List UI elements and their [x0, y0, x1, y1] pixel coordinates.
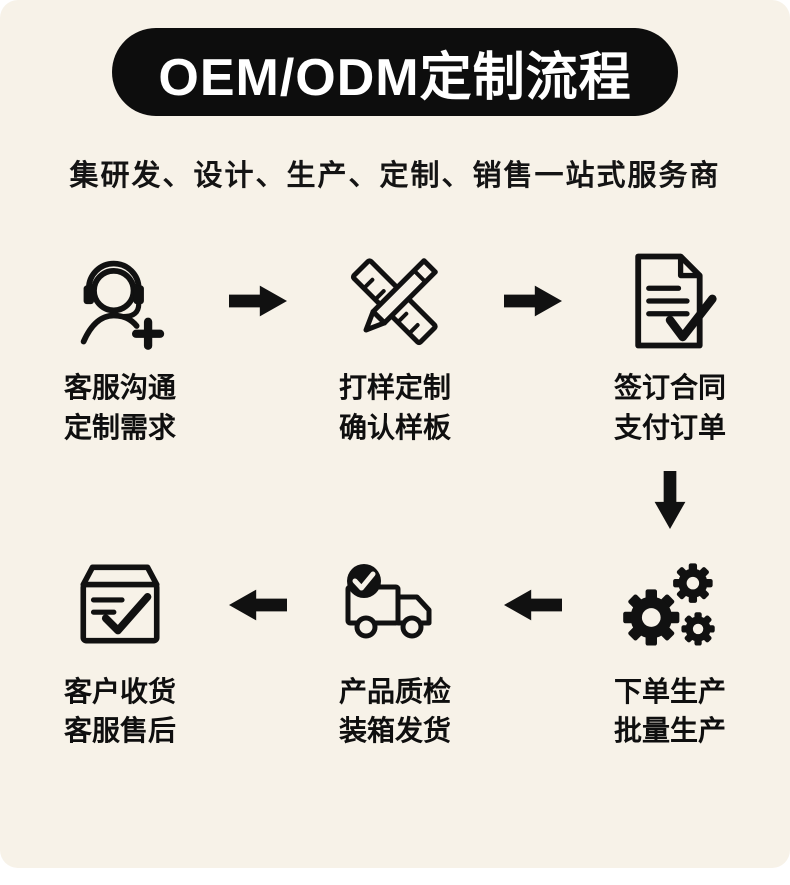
step-label-line2: 客服售后	[63, 715, 176, 747]
arrow-left-icon	[226, 546, 289, 664]
arrow-right-icon	[226, 242, 289, 360]
step-label: 打样定制 确认样板	[339, 368, 451, 448]
step-label-line2: 批量生产	[613, 715, 726, 747]
step-label-line1: 打样定制	[338, 372, 451, 403]
step-label-line2: 支付订单	[613, 411, 726, 443]
step-label: 客户收货 客服售后	[64, 672, 176, 752]
step-sampling: 打样定制 确认样板	[289, 242, 501, 448]
step-label-line2: 装箱发货	[338, 715, 451, 747]
step-delivery-aftersales: 客户收货 客服售后	[14, 546, 226, 752]
flow-row-connector	[14, 454, 776, 546]
truck-check-icon	[289, 546, 501, 664]
step-label-line1: 客户收货	[63, 675, 176, 707]
step-label-line1: 下单生产	[613, 675, 726, 707]
step-label: 产品质检 装箱发货	[339, 672, 451, 752]
step-production: 下单生产 批量生产	[564, 546, 776, 752]
process-flow: 客服沟通 定制需求	[0, 242, 790, 751]
step-label-line2: 定制需求	[63, 411, 176, 443]
flow-row-bottom: 客户收货 客服售后	[14, 546, 776, 752]
title-banner: OEM/ODM定制流程	[112, 28, 678, 116]
package-check-icon	[14, 546, 226, 664]
arrow-down-icon	[564, 454, 776, 546]
step-label-line1: 签订合同	[613, 372, 726, 403]
flow-row-top: 客服沟通 定制需求	[14, 242, 776, 448]
step-label-line2: 确认样板	[338, 411, 451, 443]
arrow-right-icon	[501, 242, 564, 360]
page-title: OEM/ODM定制流程	[158, 48, 632, 107]
step-qc-shipping: 产品质检 装箱发货	[289, 546, 501, 752]
step-label-line1: 产品质检	[338, 675, 451, 707]
step-label: 客服沟通 定制需求	[64, 368, 176, 448]
arrow-left-icon	[501, 546, 564, 664]
contract-check-icon	[564, 242, 776, 360]
step-customer-service: 客服沟通 定制需求	[14, 242, 226, 448]
page-subtitle: 集研发、设计、生产、定制、销售一站式服务商	[69, 160, 721, 192]
step-label-line1: 客服沟通	[63, 372, 176, 403]
step-label: 下单生产 批量生产	[614, 672, 726, 752]
gears-icon	[564, 546, 776, 664]
step-contract: 签订合同 支付订单	[564, 242, 776, 448]
headset-agent-icon	[14, 242, 226, 360]
step-label: 签订合同 支付订单	[614, 368, 726, 448]
ruler-pencil-icon	[289, 242, 501, 360]
